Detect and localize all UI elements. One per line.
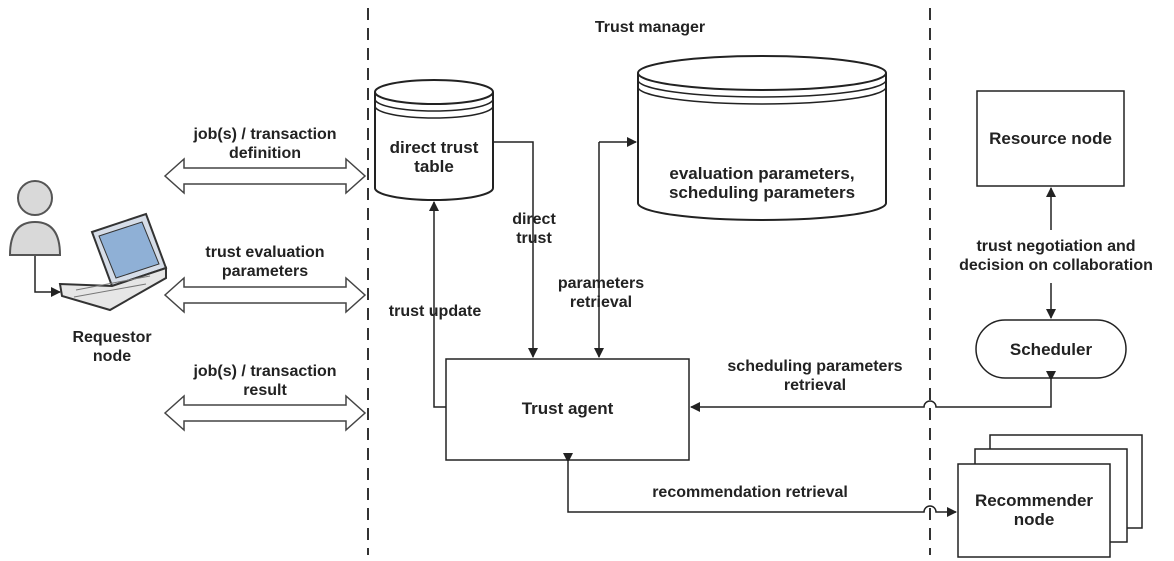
channel-label-result: job(s) / transaction result xyxy=(193,363,337,399)
recommender-stack xyxy=(957,434,1143,558)
trust-update-arrow xyxy=(429,201,446,408)
channel-arrow-definition xyxy=(163,157,367,195)
parameters-db-label: evaluation parameters, scheduling parame… xyxy=(668,164,856,202)
parameters-retrieval-label: parameters retrieval xyxy=(557,275,645,311)
channel-label-definition: job(s) / transaction definition xyxy=(193,126,337,162)
trust-agent-label: Trust agent xyxy=(521,399,614,418)
parameters-db-shape xyxy=(637,55,887,221)
recommendation-retrieval-label: recommendation retrieval xyxy=(652,484,848,501)
direct-trust-label: direct trust xyxy=(512,211,556,247)
direct-trust-table-shape xyxy=(374,79,494,201)
laptop-icon xyxy=(58,212,168,312)
scheduling-parameters-label: scheduling parameters retrieval xyxy=(727,358,903,394)
direct-trust-table-label: direct trust table xyxy=(389,138,479,176)
requestor-connector xyxy=(34,256,61,297)
person-icon xyxy=(8,180,62,256)
resource-node-box xyxy=(976,90,1125,187)
scheduler-label: Scheduler xyxy=(1009,340,1093,359)
channel-label-parameters: trust evaluation parameters xyxy=(205,244,325,280)
requestor-label: Requestor node xyxy=(72,329,152,365)
resource-node-label: Resource node xyxy=(989,129,1112,148)
trust-manager-title: Trust manager xyxy=(594,19,706,36)
channel-arrow-parameters xyxy=(163,276,367,314)
channel-arrow-result xyxy=(163,394,367,432)
trust-update-label: trust update xyxy=(388,303,482,320)
scheduling-parameters-arrow xyxy=(690,371,1056,412)
direct-trust-arrow xyxy=(493,141,538,358)
recommender-label: Recommender node xyxy=(974,491,1094,529)
trust-negotiation-label: trust negotiation and decision on collab… xyxy=(945,237,1167,275)
trust-agent-box xyxy=(445,358,690,461)
recommendation-retrieval-arrow xyxy=(563,453,957,517)
